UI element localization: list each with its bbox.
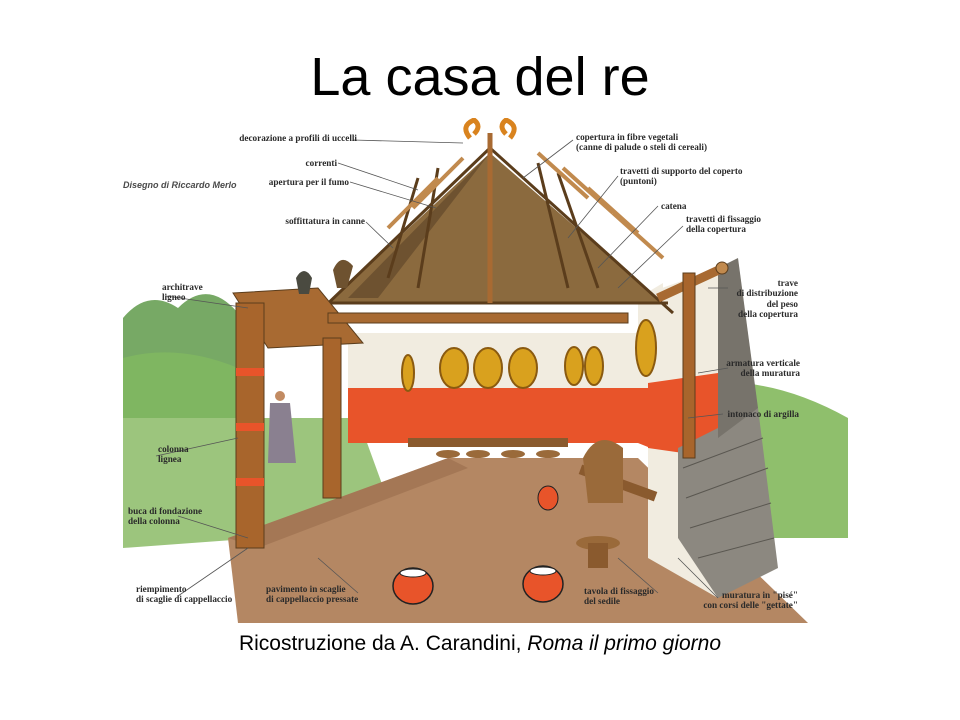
label-riempimento: riempimento di scaglie di cappellaccio <box>136 584 233 605</box>
label-travetti-fissaggio: travetti di fissaggio della copertura <box>686 214 762 235</box>
illustration-credit: Disegno di Riccardo Merlo <box>123 180 237 190</box>
label-apertura: apertura per il fumo <box>268 177 349 187</box>
thatched-roof <box>316 118 675 315</box>
label-copertura: copertura in fibre vegetali (canne di pa… <box>576 132 708 153</box>
label-decorazione: decorazione a profili di uccelli <box>239 133 357 143</box>
label-armatura: armatura verticale della muratura <box>726 358 800 379</box>
label-correnti: correnti <box>305 158 337 168</box>
label-intonaco: intonaco di argilla <box>727 409 799 419</box>
illustration-drawing <box>123 118 848 623</box>
figure-caption: Ricostruzione da A. Carandini, Roma il p… <box>0 632 960 656</box>
bench-and-stools <box>408 438 658 568</box>
caption-book-title: Roma il primo giorno <box>527 632 722 655</box>
label-soffittatura: soffittatura in canne <box>285 216 365 226</box>
standing-figure <box>268 391 296 463</box>
shields <box>401 319 657 392</box>
columns <box>235 272 696 549</box>
pots <box>392 485 564 605</box>
label-muratura: muratura in "pisé" con corsi delle "gett… <box>703 590 798 611</box>
label-tavola: tavola di fissaggio del sedile <box>584 586 654 607</box>
label-travetti-supporto: travetti di supporto del coperto (punton… <box>620 166 743 187</box>
label-trave: trave di distribuzione del peso della co… <box>736 278 798 319</box>
leader-lines <box>155 139 729 599</box>
house-reconstruction-illustration: Disegno di Riccardo Merlo decorazione a … <box>118 118 848 623</box>
bird-decoration <box>463 118 517 140</box>
label-catena: catena <box>661 201 687 211</box>
throne-chair <box>583 440 623 503</box>
label-colonna: colonna lignea <box>158 444 189 465</box>
label-architrave: architrave ligneo <box>162 282 203 303</box>
animal-figurine <box>296 271 312 294</box>
back-wall <box>348 283 663 453</box>
label-pavimento: pavimento in scaglie di cappellaccio pre… <box>266 584 359 605</box>
slide-title: La casa del re <box>310 47 650 107</box>
caption-citation: Ricostruzione da A. Carandini, <box>238 632 528 655</box>
label-buca: buca di fondazione della colonna <box>128 506 203 527</box>
